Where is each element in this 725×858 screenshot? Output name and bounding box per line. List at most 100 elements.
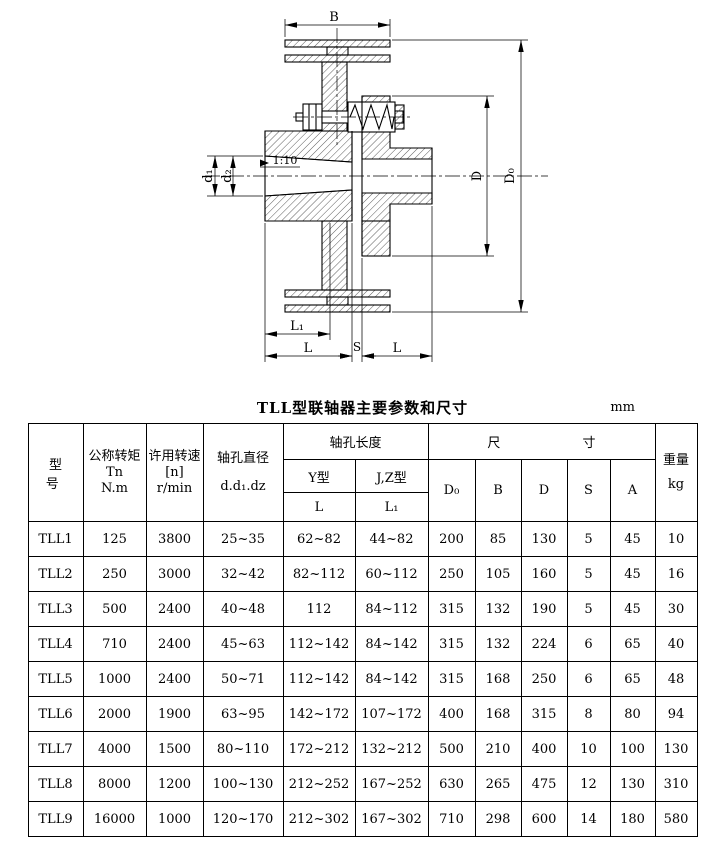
taper-label: 1:10 (273, 154, 298, 167)
value-cell: 132 (474, 591, 522, 627)
value-cell: 100~130 (202, 766, 284, 802)
value-cell: 112 (282, 591, 356, 627)
value-cell: 2400 (145, 626, 204, 662)
header-weight-line1: 重量 (662, 452, 689, 468)
model-cell: TLL4 (27, 626, 84, 662)
value-cell: 65 (609, 661, 656, 697)
header-model: 型 号 (27, 423, 84, 522)
value-cell: 16000 (82, 801, 147, 837)
value-cell: 315 (427, 661, 476, 697)
value-cell: 40~48 (202, 591, 284, 627)
value-cell: 45 (609, 591, 656, 627)
header-speed: 许用转速 [n] r/min (145, 423, 204, 522)
dimension-labels: B D₀ D d₁ d₂ 1:10 L₁ L S L (201, 10, 518, 356)
value-cell: 315 (427, 626, 476, 662)
value-cell: 1000 (82, 661, 147, 697)
value-cell: 45~63 (202, 626, 284, 662)
table-caption-row: TLL型联轴器主要参数和尺寸 mm (28, 396, 697, 420)
value-cell: 1500 (145, 731, 204, 767)
header-bore-diameter: 轴孔直径 d.d₁.dz (202, 423, 284, 522)
dim-label-D: D (470, 171, 485, 181)
header-y-type: Y型 (282, 459, 356, 493)
value-cell: 5 (566, 591, 611, 627)
value-cell: 6 (566, 626, 611, 662)
value-cell: 50~71 (202, 661, 284, 697)
header-speed-line2: [n] (165, 464, 184, 480)
value-cell: 60~112 (354, 556, 429, 592)
value-cell: 2400 (145, 591, 204, 627)
dim-label-d1: d₁ (201, 169, 216, 183)
dim-label-L-right: L (393, 341, 402, 356)
value-cell: 167~252 (354, 766, 429, 802)
value-cell: 112~142 (282, 626, 356, 662)
header-S: S (566, 459, 611, 522)
header-jz-type: J,Z型 (354, 459, 429, 493)
value-cell: 130 (609, 766, 656, 802)
dim-label-B: B (329, 10, 339, 25)
value-cell: 710 (82, 626, 147, 662)
value-cell: 12 (566, 766, 611, 802)
value-cell: 200 (427, 521, 476, 557)
value-cell: 400 (520, 731, 568, 767)
header-dimensions: 尺 寸 (427, 423, 656, 460)
header-bore-diameter-line2: d.d₁.dz (220, 478, 266, 494)
value-cell: 130 (654, 731, 698, 767)
value-cell: 250 (427, 556, 476, 592)
header-weight: 重量 kg (654, 423, 698, 522)
header-A: A (609, 459, 656, 522)
model-cell: TLL8 (27, 766, 84, 802)
coupling-drawing-area: B D₀ D d₁ d₂ 1:10 L₁ L S L (0, 0, 725, 392)
table-title: TLL型联轴器主要参数和尺寸 (256, 399, 469, 417)
value-cell: 85 (474, 521, 522, 557)
value-cell: 84~112 (354, 591, 429, 627)
value-cell: 8 (566, 696, 611, 732)
value-cell: 210 (474, 731, 522, 767)
dim-label-L-left: L (304, 341, 313, 356)
value-cell: 32~42 (202, 556, 284, 592)
value-cell: 125 (82, 521, 147, 557)
header-bore-length: 轴孔长度 (282, 423, 429, 460)
value-cell: 112~142 (282, 661, 356, 697)
value-cell: 25~35 (202, 521, 284, 557)
value-cell: 1900 (145, 696, 204, 732)
value-cell: 475 (520, 766, 568, 802)
value-cell: 580 (654, 801, 698, 837)
value-cell: 40 (654, 626, 698, 662)
value-cell: 160 (520, 556, 568, 592)
value-cell: 45 (609, 521, 656, 557)
value-cell: 5 (566, 521, 611, 557)
value-cell: 80~110 (202, 731, 284, 767)
dim-label-d2: d₂ (220, 169, 235, 183)
value-cell: 130 (520, 521, 568, 557)
value-cell: 100 (609, 731, 656, 767)
value-cell: 63~95 (202, 696, 284, 732)
value-cell: 315 (520, 696, 568, 732)
value-cell: 212~252 (282, 766, 356, 802)
value-cell: 180 (609, 801, 656, 837)
centerlines (205, 28, 548, 177)
value-cell: 298 (474, 801, 522, 837)
header-L1: L₁ (354, 492, 429, 522)
value-cell: 16 (654, 556, 698, 592)
value-cell: 82~112 (282, 556, 356, 592)
value-cell: 84~142 (354, 661, 429, 697)
value-cell: 2400 (145, 661, 204, 697)
unit-label: mm (610, 400, 635, 415)
value-cell: 500 (427, 731, 476, 767)
value-cell: 4000 (82, 731, 147, 767)
header-torque-line3: N.m (100, 480, 128, 496)
value-cell: 168 (474, 696, 522, 732)
header-L: L (282, 492, 356, 522)
dim-label-S: S (353, 340, 361, 354)
value-cell: 500 (82, 591, 147, 627)
value-cell: 107~172 (354, 696, 429, 732)
value-cell: 45 (609, 556, 656, 592)
value-cell: 80 (609, 696, 656, 732)
value-cell: 600 (520, 801, 568, 837)
